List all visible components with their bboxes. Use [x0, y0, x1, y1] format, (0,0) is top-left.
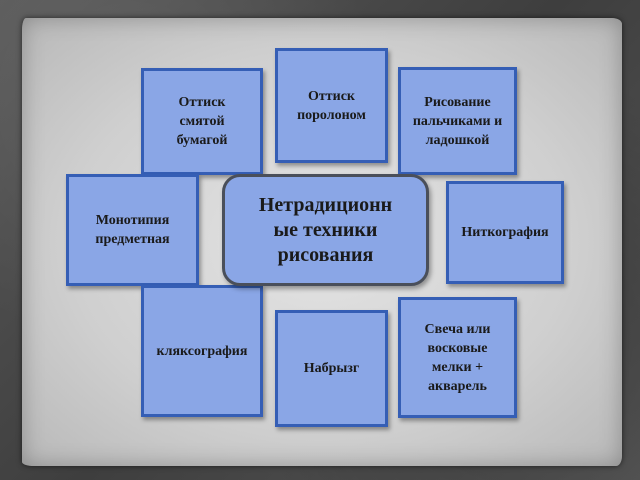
- node-blotography: кляксография: [141, 285, 263, 417]
- node-foam-label: Оттиск поролоном: [297, 89, 366, 123]
- center-node-label: Нетрадиционн ые техники рисования: [258, 193, 393, 266]
- center-node: Нетрадиционн ые техники рисования: [222, 174, 429, 286]
- node-monotype: Монотипия предметная: [66, 174, 199, 286]
- node-candle-label: Свеча или восковые мелки + акварель: [424, 321, 491, 394]
- node-crumpled-paper: Оттиск смятой бумагой: [141, 68, 263, 175]
- node-threadgraphy-label: Ниткография: [461, 225, 549, 240]
- node-threadgraphy: Ниткография: [446, 181, 564, 284]
- node-foam: Оттиск поролоном: [275, 48, 388, 163]
- node-candle: Свеча или восковые мелки + акварель: [398, 297, 517, 418]
- node-blotography-label: кляксография: [156, 343, 248, 359]
- node-fingers-label: Рисование пальчиками и ладошкой: [412, 94, 503, 148]
- node-crumpled-paper-label: Оттиск смятой бумагой: [176, 95, 228, 148]
- node-splatter: Набрызг: [275, 310, 388, 427]
- node-fingers: Рисование пальчиками и ладошкой: [398, 67, 517, 175]
- node-splatter-label: Набрызг: [303, 361, 360, 376]
- node-monotype-label: Монотипия предметная: [95, 213, 170, 247]
